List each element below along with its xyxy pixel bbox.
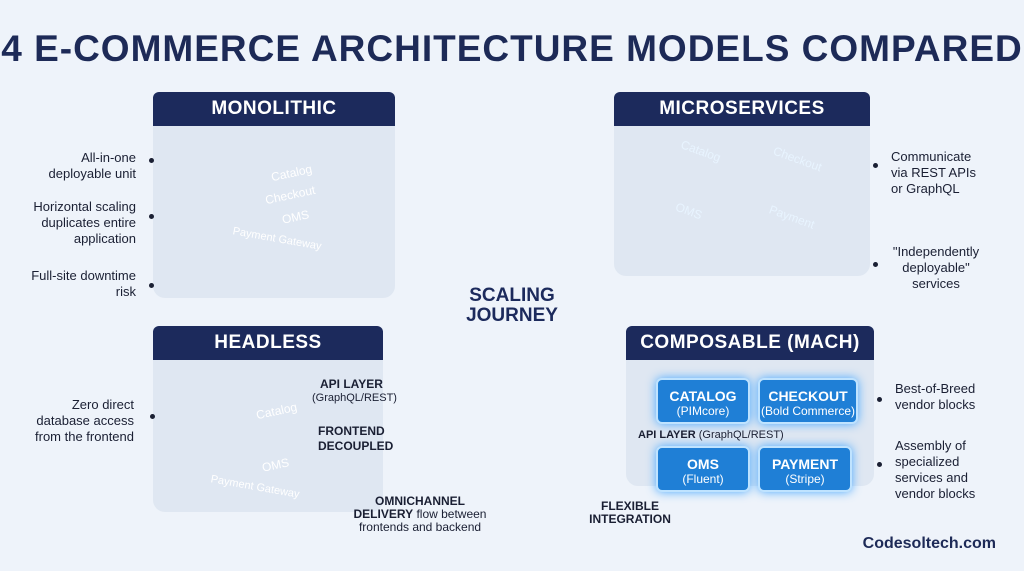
block-payment-vendor: (Stripe) xyxy=(785,472,825,486)
composable-api-layer: API LAYER (GraphQL/REST) xyxy=(638,428,784,443)
composable-note-1: Best-of-Breed vendor blocks xyxy=(895,381,976,412)
block-catalog-name: CATALOG xyxy=(669,388,737,404)
block-checkout-vendor: (Bold Commerce) xyxy=(760,404,856,418)
center-line-1: SCALING xyxy=(469,285,555,306)
headless-api-layer: API LAYER xyxy=(320,377,383,391)
bullet-dot xyxy=(873,262,878,267)
bullet-dot xyxy=(877,462,882,467)
microservices-title: MICROSERVICES xyxy=(614,92,870,126)
block-catalog-vendor: (PIMcore) xyxy=(676,404,730,418)
headless-api-layer-sub: (GraphQL/REST) xyxy=(312,392,397,404)
block-checkout-name: CHECKOUT xyxy=(768,388,848,404)
monolithic-note-3: Full-site downtime risk xyxy=(31,268,136,299)
headless-frontend: FRONTEND DECOUPLED xyxy=(318,424,394,453)
composable-title: COMPOSABLE (MACH) xyxy=(626,326,874,360)
block-oms-name: OMS xyxy=(687,456,719,472)
center-line-2: JOURNEY xyxy=(466,305,558,326)
composable-block-catalog: CATALOG (PIMcore) xyxy=(656,378,750,424)
block-payment-name: PAYMENT xyxy=(771,456,839,472)
bullet-dot xyxy=(149,283,154,288)
composable-api-layer-rest: (GraphQL/REST) xyxy=(698,429,784,441)
composable-flexible: FLEXIBLE INTEGRATION xyxy=(589,499,671,526)
headless-title: HEADLESS xyxy=(153,326,383,360)
composable-block-payment: PAYMENT (Stripe) xyxy=(758,446,852,492)
monolithic-note-1: All-in-one deployable unit xyxy=(48,150,136,181)
headless-omni: OMNICHANNEL DELIVERY flow between fronte… xyxy=(350,495,490,534)
composable-note-2: Assembly of specialized services and ven… xyxy=(895,438,976,501)
site-footer[interactable]: Codesoltech.com xyxy=(862,535,996,552)
composable-block-oms: OMS (Fluent) xyxy=(656,446,750,492)
microservices-note-1: Communicate via REST APIs or GraphQL xyxy=(891,149,977,196)
microservices-note-2: "Independently deployable" services xyxy=(892,244,980,291)
composable-api-layer-bold: API LAYER xyxy=(638,429,696,441)
monolithic-note-2: Horizontal scaling duplicates entire app… xyxy=(33,199,136,246)
block-oms-vendor: (Fluent) xyxy=(682,472,724,486)
bullet-dot xyxy=(149,214,154,219)
headless-omni-rest: flow between frontends and backend xyxy=(358,507,487,534)
headless-note-1: Zero direct database access from the fro… xyxy=(35,397,134,444)
bullet-dot xyxy=(149,158,154,163)
bullet-dot xyxy=(150,414,155,419)
headless-omni-bold: OMNICHANNEL DELIVERY xyxy=(353,494,465,521)
bullet-dot xyxy=(877,397,882,402)
monolithic-title: MONOLITHIC xyxy=(153,92,395,126)
page-title: 4 E-COMMERCE ARCHITECTURE MODELS COMPARE… xyxy=(1,28,1023,69)
bullet-dot xyxy=(873,163,878,168)
composable-block-checkout: CHECKOUT (Bold Commerce) xyxy=(758,378,858,424)
